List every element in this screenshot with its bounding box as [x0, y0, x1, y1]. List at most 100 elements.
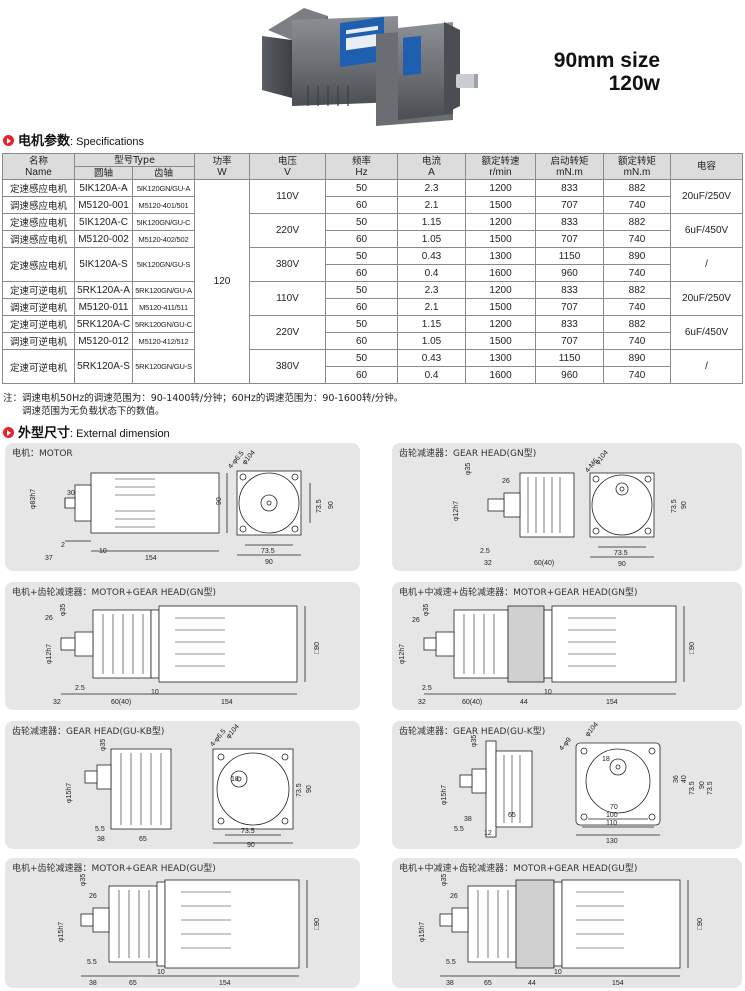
cell-cur: 1.15 [397, 315, 467, 333]
cell-name: 调速感应电机 [2, 230, 75, 248]
panel-motor: 电机：MOTOR 30 φ83h7 90 154 37 10 2 [5, 443, 360, 571]
cell-freq: 60 [325, 298, 399, 316]
dim-65: 65 [129, 980, 137, 987]
panel-gear-head-gu-kb: 齿轮减速器：GEAR HEAD(GU-KB型) φ35 38 φ15h7 5.5… [5, 721, 360, 849]
cell-speed: 1300 [465, 247, 537, 265]
dim-26: 26 [412, 617, 420, 624]
cell-cur: 0.4 [397, 366, 467, 384]
cell-speed: 1500 [465, 332, 537, 350]
dim-65: 65 [508, 812, 516, 819]
cell-st: 707 [535, 230, 605, 248]
dim-12: 12 [484, 830, 492, 837]
external-dimension-heading: 外型尺寸: External dimension [3, 426, 170, 442]
cell-name: 调速可逆电机 [2, 332, 75, 350]
cell-freq: 50 [325, 213, 399, 231]
header-gear-shaft: 齿轴 [131, 166, 196, 180]
cell-speed: 1500 [465, 298, 537, 316]
cell-freq: 50 [325, 281, 399, 299]
cell-round: 5RK120A-C [74, 315, 133, 333]
motor-mid-gear-gu-drawing: φ35 26 φ15h7 5.5 38 65 44 10 154 □90 [419, 874, 704, 987]
cell-round: M5120-002 [74, 230, 133, 248]
dim-32: 32 [418, 699, 426, 706]
dim-phi12h7: φ12h7 [453, 501, 460, 521]
motor-product-photo [262, 8, 478, 126]
cell-rt: 890 [603, 349, 672, 367]
cell-gear: M5120-412/512 [131, 332, 196, 350]
cell-cap: 6uF/450V [670, 213, 744, 248]
cell-cur: 0.4 [397, 264, 467, 282]
dim-phi15h7: φ15h7 [419, 922, 426, 942]
dim-10: 10 [99, 548, 107, 555]
header-type: 型号Type [73, 153, 196, 167]
panel-title: 齿轮减速器：GEAR HEAD(GN型) [399, 449, 537, 459]
dim-2-5: 2.5 [480, 548, 490, 555]
panel-title: 电机+齿轮减速器：MOTOR+GEAR HEAD(GN型) [12, 588, 216, 598]
header-round-shaft: 圆轴 [74, 166, 133, 180]
panel-title: 齿轮减速器：GEAR HEAD(GU-K型) [399, 727, 546, 737]
cell-round: M5120-001 [74, 196, 133, 214]
cell-cur: 0.43 [397, 349, 467, 367]
cell-gear: M5120-401/501 [131, 196, 196, 214]
dim-70: 70 [610, 804, 618, 811]
cell-volt: 220V [249, 213, 327, 248]
cell-round: 5IK120A-S [74, 247, 133, 282]
cell-power: 120 [194, 179, 251, 384]
dim-73-5-right: 73.5 [296, 783, 303, 797]
dim-phi35: φ35 [471, 735, 478, 747]
dim-square-90: □90 [314, 918, 321, 930]
dim-130: 130 [606, 838, 618, 845]
dim-32: 32 [484, 560, 492, 567]
dim-73-5-bottom: 73.5 [614, 550, 628, 557]
cell-gear: 5IK120GN/GU-S [131, 247, 196, 282]
motor-drawing: 30 φ83h7 90 154 37 10 2 φ104 4-φ6.5 73.5… [30, 449, 335, 566]
dim-90-right: 90 [328, 501, 335, 509]
dim-2-5: 2.5 [75, 685, 85, 692]
cell-rt: 882 [603, 281, 672, 299]
cell-cap: 20uF/250V [670, 179, 744, 214]
cell-gear: M5120-402/502 [131, 230, 196, 248]
dim-2: 2 [61, 542, 65, 549]
dim-10: 10 [157, 969, 165, 976]
cell-freq: 60 [325, 196, 399, 214]
cell-rt: 740 [603, 196, 672, 214]
dim-phi12h7: φ12h7 [399, 644, 406, 664]
dim-154: 154 [606, 699, 618, 706]
dim-36: 36 [673, 775, 680, 783]
dim-30: 30 [67, 490, 75, 497]
cell-cur: 2.3 [397, 281, 467, 299]
cell-gear: 5RK120GN/GU-C [131, 315, 196, 333]
cell-speed: 1200 [465, 315, 537, 333]
panel-gear-head-gn: 齿轮减速器：GEAR HEAD(GN型) φ35 26 φ12h7 2.5 32… [392, 443, 742, 571]
dim-154: 154 [221, 699, 233, 706]
dim-73-5-bottom: 73.5 [261, 548, 275, 555]
dim-4-phi65: 4-φ6.5 [209, 728, 228, 748]
cell-st: 1150 [535, 349, 605, 367]
cell-gear: 5IK120GN/GU-C [131, 213, 196, 231]
dim-90-bottom: 90 [618, 561, 626, 568]
power-title: 120w [608, 72, 660, 95]
cell-st: 707 [535, 298, 605, 316]
dim-phi35: φ35 [423, 604, 430, 616]
cell-gear: 5IK120GN/GU-A [131, 179, 196, 197]
cell-st: 833 [535, 213, 605, 231]
cell-cap: 6uF/450V [670, 315, 744, 350]
cell-st: 833 [535, 315, 605, 333]
dim-154: 154 [612, 980, 624, 987]
panel-title: 电机+中减速+齿轮减速器：MOTOR+GEAR HEAD(GU型) [399, 864, 638, 874]
cell-freq: 50 [325, 179, 399, 197]
dim-60-40: 60(40) [534, 560, 554, 567]
cell-round: 5RK120A-A [74, 281, 133, 299]
cell-volt: 110V [249, 179, 327, 214]
cell-speed: 1200 [465, 179, 537, 197]
dim-73-5-bottom: 73.5 [241, 828, 255, 835]
dim-90-bottom: 90 [247, 842, 255, 849]
cell-freq: 60 [325, 264, 399, 282]
